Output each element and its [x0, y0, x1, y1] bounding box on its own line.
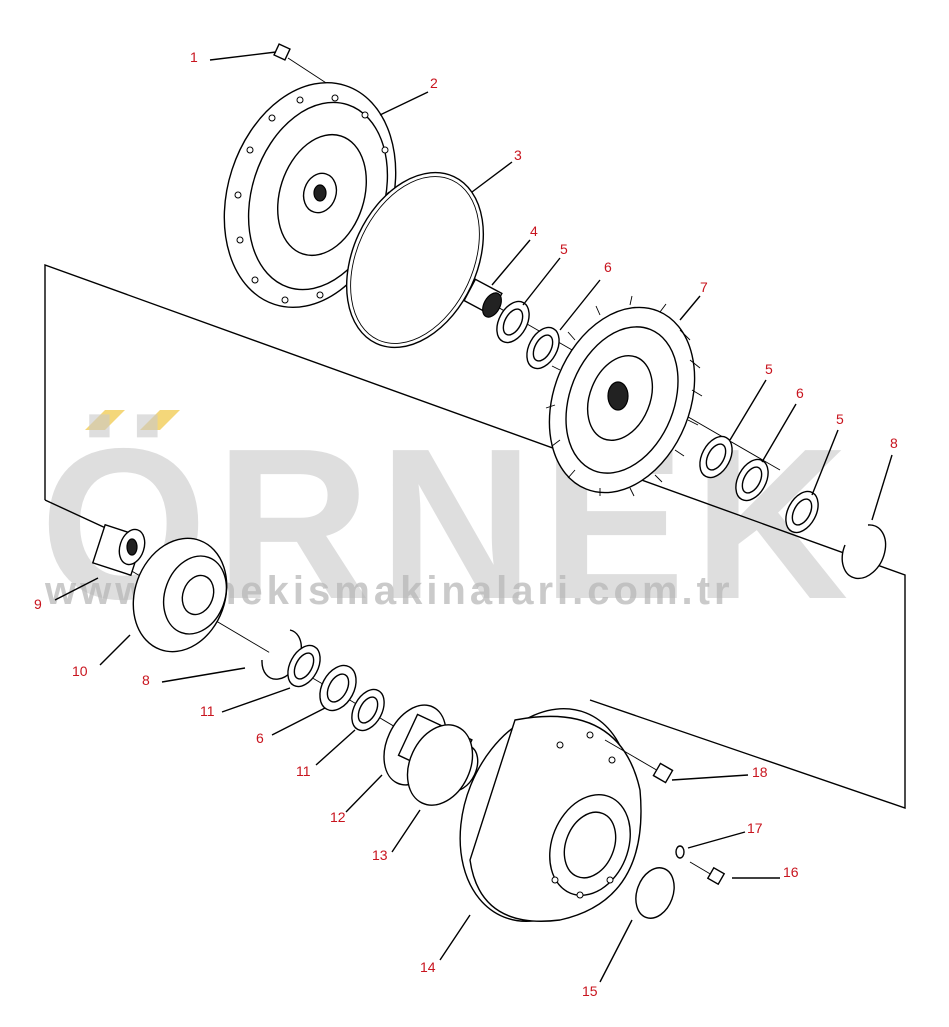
part-18-bolt: [604, 739, 674, 784]
callout-labels: 1 2 3 4 5 6 7 5 6 5 8 9 10 8 11 6 11 12 …: [34, 49, 898, 999]
callout-18: 18: [752, 764, 768, 780]
callout-3: 3: [514, 147, 522, 163]
part-7-turbine: [545, 295, 703, 497]
part-6-thrust-bearing: [526, 326, 560, 370]
callout-8: 8: [890, 435, 898, 451]
part-17-washer: [675, 845, 685, 859]
callout-8b: 8: [142, 672, 150, 688]
callout-15: 15: [582, 983, 598, 999]
part-6-thrust-bearing-b: [735, 458, 769, 502]
callout-5c: 5: [836, 411, 844, 427]
callout-leaders: [54, 51, 893, 983]
part-8-snap-ring: [841, 524, 887, 580]
callout-6: 6: [604, 259, 612, 275]
part-16-bolt: [689, 861, 726, 886]
callout-14: 14: [420, 959, 436, 975]
callout-1: 1: [190, 49, 198, 65]
part-14-impeller: [459, 707, 642, 923]
callout-6b: 6: [796, 385, 804, 401]
part-10-stator: [132, 537, 228, 653]
callout-12: 12: [330, 809, 346, 825]
part-5-washer-b: [699, 435, 733, 479]
callout-16: 16: [783, 864, 799, 880]
callout-10: 10: [72, 663, 88, 679]
part-11-washer-b: [351, 688, 385, 732]
part-6-thrust-bearing-c: [319, 664, 357, 712]
callout-5b: 5: [765, 361, 773, 377]
part-5-washer: [496, 300, 530, 344]
part-15-seal-ring: [635, 867, 675, 919]
callout-11: 11: [200, 703, 215, 719]
part-11-washer: [287, 644, 321, 688]
callout-2: 2: [430, 75, 438, 91]
callout-9: 9: [34, 596, 42, 612]
part-13-plate: [406, 724, 474, 806]
part-4-bearing: [463, 278, 503, 318]
callout-4: 4: [530, 223, 538, 239]
callout-7: 7: [700, 279, 708, 295]
callout-11b: 11: [296, 763, 311, 779]
part-9-sleeve: [91, 523, 146, 577]
callout-13: 13: [372, 847, 388, 863]
axis-frame: [44, 264, 906, 809]
part-5-washer-c: [785, 490, 819, 534]
callout-17: 17: [747, 820, 763, 836]
callout-5: 5: [560, 241, 568, 257]
callout-6c: 6: [256, 730, 264, 746]
